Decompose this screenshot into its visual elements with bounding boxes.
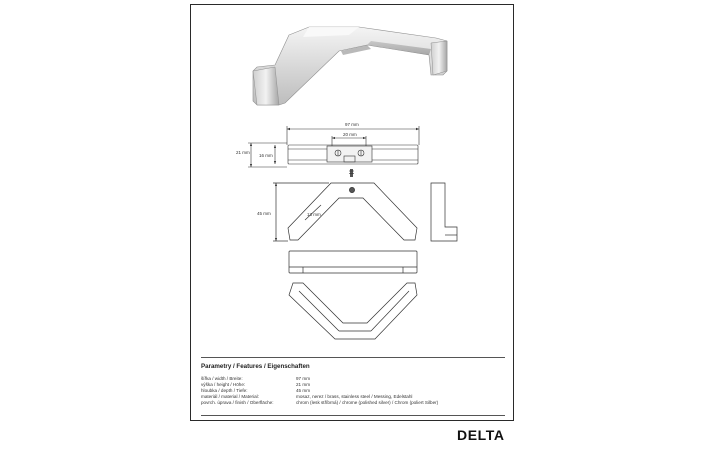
side-view <box>430 182 458 242</box>
product-sheet: 97 mm 20 mm 21 mm 16 mm 45 mm 13 mm Para… <box>190 4 514 421</box>
param-value: 21 mm <box>296 382 311 387</box>
top-view <box>248 126 420 177</box>
plan-view <box>273 182 418 242</box>
param-value: 45 mm <box>296 388 311 393</box>
divider-top <box>201 357 505 358</box>
dim-inner-height-label: 16 mm <box>259 153 273 158</box>
features-section: Parametry / Features / Eigenschaften šíř… <box>201 363 505 406</box>
param-row: povrch. úprava / finish / Oberfläche: ch… <box>201 400 505 406</box>
param-row: materiál / material / Material: mosaz, n… <box>201 394 505 400</box>
brand-name: DELTA <box>457 427 505 443</box>
dim-spacing-label: 20 mm <box>343 132 357 137</box>
divider-bottom <box>201 415 505 416</box>
bottom-view <box>288 282 418 340</box>
dim-width-label: 97 mm <box>345 122 359 127</box>
dim-depth-label: 45 mm <box>257 211 271 216</box>
dim-height-label: 21 mm <box>236 150 250 155</box>
param-label: šířka / width / Breite: <box>201 376 243 381</box>
param-value: 97 mm <box>296 376 311 381</box>
features-title: Parametry / Features / Eigenschaften <box>201 363 310 370</box>
param-value: mosaz, nerez / brass, stainless steel / … <box>296 394 413 399</box>
front-view <box>288 250 418 274</box>
param-label: materiál / material / Material: <box>201 394 259 399</box>
param-row: šířka / width / Breite: 97 mm <box>201 376 505 382</box>
param-row: výška / height / Höhe: 21 mm <box>201 382 505 388</box>
product-photo <box>252 26 448 106</box>
technical-drawing: 97 mm 20 mm 21 mm 16 mm 45 mm 13 mm <box>236 26 458 340</box>
param-label: výška / height / Höhe: <box>201 382 246 387</box>
param-label: povrch. úprava / finish / Oberfläche: <box>201 400 274 405</box>
param-label: hloubka / depth / Tiefe: <box>201 388 248 393</box>
dim-angle-label: 13 mm <box>307 212 321 217</box>
param-row: hloubka / depth / Tiefe: 45 mm <box>201 388 505 394</box>
param-value: chrom (lesk stříbrná) / chrome (polished… <box>296 400 439 405</box>
